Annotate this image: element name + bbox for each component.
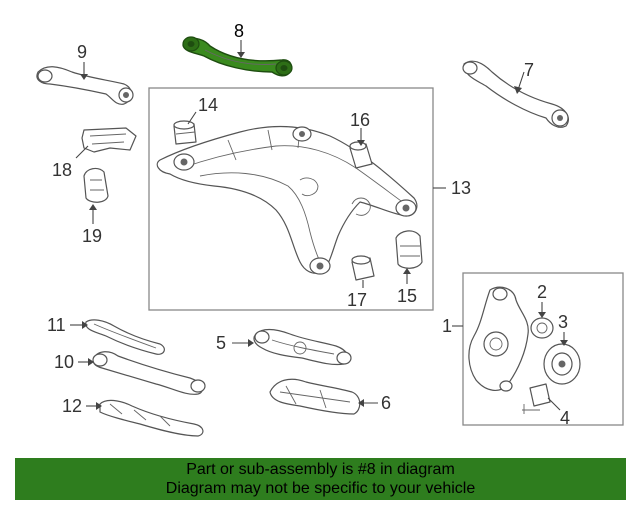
part-10-arm[interactable] xyxy=(92,351,206,395)
callout-15[interactable]: 15 xyxy=(397,286,417,306)
callout-4[interactable]: 4 xyxy=(560,408,570,428)
callout-9[interactable]: 9 xyxy=(77,42,87,62)
leader-14 xyxy=(187,111,197,125)
callout-3[interactable]: 3 xyxy=(558,312,568,332)
part-11-link[interactable] xyxy=(85,319,165,355)
leader-7 xyxy=(517,71,525,91)
notice-line-disclaimer: Diagram may not be specific to your vehi… xyxy=(165,480,476,497)
part-3-hub[interactable] xyxy=(543,343,581,385)
part-12-bracket-arm[interactable] xyxy=(99,399,204,437)
callout-1[interactable]: 1 xyxy=(442,316,452,336)
callout-10[interactable]: 10 xyxy=(54,352,74,372)
part-18-bracket[interactable] xyxy=(81,127,137,153)
callout-8[interactable]: 8 xyxy=(234,21,244,41)
part-19-mount[interactable] xyxy=(83,167,109,203)
callout-7[interactable]: 7 xyxy=(524,60,534,80)
notice-line-part: Part or sub-assembly is #8 in diagram xyxy=(186,461,455,478)
diagram-notice-banner: Part or sub-assembly is #8 in diagram Di… xyxy=(15,458,626,500)
part-7-arm[interactable] xyxy=(462,60,569,128)
part-6-cover[interactable] xyxy=(269,378,361,415)
part-13-subframe[interactable] xyxy=(156,125,418,275)
callout-16[interactable]: 16 xyxy=(350,110,370,130)
part-9-arm[interactable] xyxy=(36,66,134,105)
part-17-bushing[interactable] xyxy=(351,255,375,281)
callout-12[interactable]: 12 xyxy=(62,396,82,416)
leader-4 xyxy=(547,397,561,411)
arrow-8 xyxy=(237,52,245,58)
callout-5[interactable]: 5 xyxy=(216,333,226,353)
callout-14[interactable]: 14 xyxy=(198,95,218,115)
parts-diagram: 8 9 7 18 19 13 xyxy=(36,21,624,437)
part-5-lower-arm[interactable] xyxy=(253,328,352,366)
callout-17[interactable]: 17 xyxy=(347,290,367,310)
callout-19[interactable]: 19 xyxy=(82,226,102,246)
part-8-control-arm[interactable] xyxy=(182,36,293,77)
callout-2[interactable]: 2 xyxy=(537,282,547,302)
part-16-bushing[interactable] xyxy=(349,141,373,169)
part-1-knuckle[interactable] xyxy=(468,286,529,392)
part-4-shield[interactable] xyxy=(522,383,551,414)
leader-18 xyxy=(75,145,89,159)
callout-13[interactable]: 13 xyxy=(451,178,471,198)
part-14-bushing[interactable] xyxy=(173,120,197,145)
callout-11[interactable]: 11 xyxy=(47,315,66,335)
subframe-group-box xyxy=(148,87,434,311)
callout-6[interactable]: 6 xyxy=(381,393,391,413)
callout-18[interactable]: 18 xyxy=(52,160,72,180)
part-2-bushing[interactable] xyxy=(530,317,554,339)
knuckle-group-box xyxy=(462,272,624,426)
part-15-mount[interactable] xyxy=(395,230,423,269)
